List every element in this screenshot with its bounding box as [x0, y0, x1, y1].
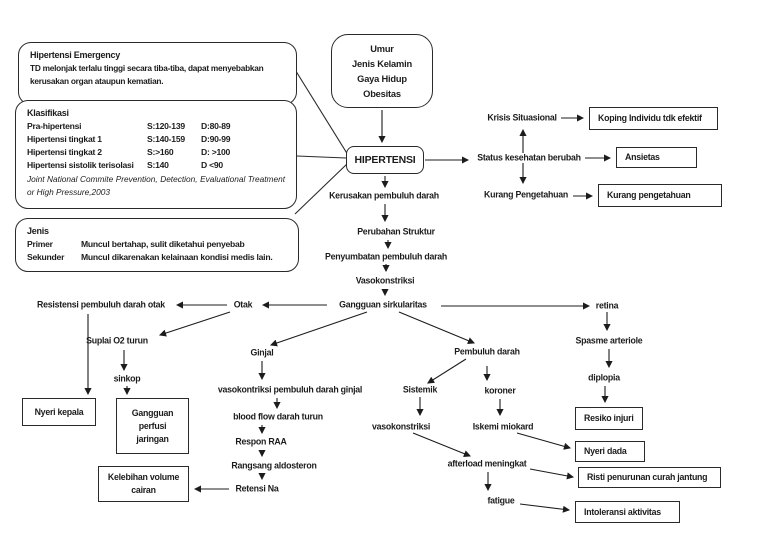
- node-penyumbatan-pembuluh-darah: Penyumbatan pembuluh darah: [324, 251, 448, 262]
- klasifikasi-label: Hipertensi sistolik terisolasi: [27, 160, 134, 170]
- node-afterload-meningkat: afterload meningkat: [447, 458, 527, 469]
- klasifikasi-row: Pra-hipertensi S:120-139 D:80-89: [27, 120, 285, 133]
- node-retensi-na: Retensi Na: [235, 483, 279, 494]
- klasifikasi-label: Pra-hipertensi: [27, 121, 82, 131]
- emergency-body: TD melonjak terlalu tinggi secara tiba-t…: [30, 63, 264, 86]
- diastolic-value: D:90-99: [201, 134, 231, 144]
- jenis-label: Sekunder: [27, 252, 65, 262]
- node-otak: Otak: [233, 299, 253, 310]
- node-perubahan-struktur: Perubahan Struktur: [357, 226, 435, 237]
- klasifikasi-callout: Klasifikasi Pra-hipertensi S:120-139 D:8…: [15, 100, 297, 209]
- node-ginjal: Ginjal: [250, 347, 274, 358]
- risk-factor: Obesitas: [363, 89, 401, 99]
- node-spasme-arteriole: Spasme arteriole: [575, 335, 643, 346]
- node-suplai-o2-turun: Suplai O2 turun: [86, 335, 148, 346]
- node-fatigue: fatigue: [487, 495, 515, 506]
- node-hipertensi: HIPERTENSI: [346, 146, 424, 174]
- risk-factor: Jenis Kelamin: [352, 59, 412, 69]
- node-kerusakan-pembuluh-darah: Kerusakan pembuluh darah: [329, 190, 439, 201]
- systolic-value: S:140: [147, 160, 169, 170]
- node-blood-flow-darah-turun: blood flow darah turun: [233, 411, 323, 422]
- diagnosis-intoleransi-aktivitas: Intoleransi aktivitas: [575, 501, 680, 523]
- diagnosis-resiko-injuri: Resiko injuri: [575, 407, 643, 430]
- jenis-callout: Jenis Primer Muncul bertahap, sulit dike…: [15, 218, 299, 272]
- jenis-title: Jenis: [27, 226, 49, 236]
- jenis-desc: Muncul bertahap, sulit diketahui penyeba…: [81, 239, 245, 249]
- diastolic-value: D <90: [201, 160, 223, 170]
- jenis-row: Primer Muncul bertahap, sulit diketahui …: [27, 238, 287, 251]
- node-kurang-pengetahuan: Kurang Pengetahuan: [484, 189, 568, 200]
- emergency-callout: Hipertensi Emergency TD melonjak terlalu…: [18, 42, 297, 105]
- node-diplopia: diplopia: [588, 372, 620, 383]
- diagnosis-kelebihan-volume-cairan: Kelebihan volume cairan: [98, 466, 189, 502]
- klasifikasi-label: Hipertensi tingkat 2: [27, 147, 102, 157]
- node-vasokonstriksi: Vasokonstriksi: [355, 275, 415, 286]
- node-rangsang-aldosteron: Rangsang aldosteron: [231, 460, 317, 471]
- node-pembuluh-darah: Pembuluh darah: [454, 346, 520, 357]
- node-vasokontriksi-pembuluh-darah-ginjal: vasokontriksi pembuluh darah ginjal: [217, 384, 363, 395]
- node-gangguan-sirkularitas: Gangguan sirkularitas: [339, 299, 427, 310]
- node-status-kesehatan-berubah: Status kesehatan berubah: [477, 152, 581, 163]
- diagnosis-risti-penurunan-curah-jantung: Risti penurunan curah jantung: [578, 467, 721, 488]
- node-retina: retina: [595, 300, 619, 311]
- klasifikasi-title: Klasifikasi: [27, 108, 69, 118]
- node-koroner: koroner: [484, 385, 516, 396]
- risk-factor: Umur: [370, 44, 394, 54]
- systolic-value: S:140-159: [147, 134, 185, 144]
- jenis-row: Sekunder Muncul dikarenakan kelainaan ko…: [27, 251, 287, 264]
- emergency-title: Hipertensi Emergency: [30, 50, 121, 60]
- systolic-value: S:120-139: [147, 121, 185, 131]
- node-iskemi-miokard: Iskemi miokard: [472, 421, 534, 432]
- node-krisis-situasional: Krisis Situasional: [487, 112, 557, 123]
- klasifikasi-row: Hipertensi tingkat 1 S:140-159 D:90-99: [27, 133, 285, 146]
- klasifikasi-source-citation: Joint National Commite Prevention, Detec…: [27, 174, 285, 197]
- klasifikasi-row: Hipertensi sistolik terisolasi S:140 D <…: [27, 159, 285, 172]
- node-resistensi-pembuluh-darah-otak: Resistensi pembuluh darah otak: [37, 299, 165, 310]
- diastolic-value: D: >100: [201, 147, 231, 157]
- diagnosis-nyeri-dada: Nyeri dada: [575, 441, 645, 462]
- diastolic-value: D:80-89: [201, 121, 231, 131]
- klasifikasi-row: Hipertensi tingkat 2 S:>160 D: >100: [27, 146, 285, 159]
- diagnosis-gangguan-perfusi-jaringan: Gangguan perfusi jaringan: [116, 398, 189, 454]
- diagnosis-koping-individu: Koping Individu tdk efektif: [589, 107, 718, 130]
- node-respon-raa: Respon RAA: [235, 436, 287, 447]
- jenis-desc: Muncul dikarenakan kelainaan kondisi med…: [81, 252, 273, 262]
- risk-factor: Gaya Hidup: [357, 74, 407, 84]
- klasifikasi-label: Hipertensi tingkat 1: [27, 134, 102, 144]
- jenis-label: Primer: [27, 239, 53, 249]
- node-vasokonstriksi-sistemik: vasokonstriksi: [371, 421, 431, 432]
- node-sinkop: sinkop: [113, 373, 141, 384]
- diagnosis-nyeri-kepala: Nyeri kepala: [22, 398, 96, 426]
- node-sistemik: Sistemik: [402, 384, 438, 395]
- diagnosis-kurang-pengetahuan: Kurang pengetahuan: [598, 184, 722, 207]
- diagnosis-ansietas: Ansietas: [616, 147, 697, 168]
- systolic-value: S:>160: [147, 147, 174, 157]
- risk-factors-box: Umur Jenis Kelamin Gaya Hidup Obesitas: [331, 34, 433, 108]
